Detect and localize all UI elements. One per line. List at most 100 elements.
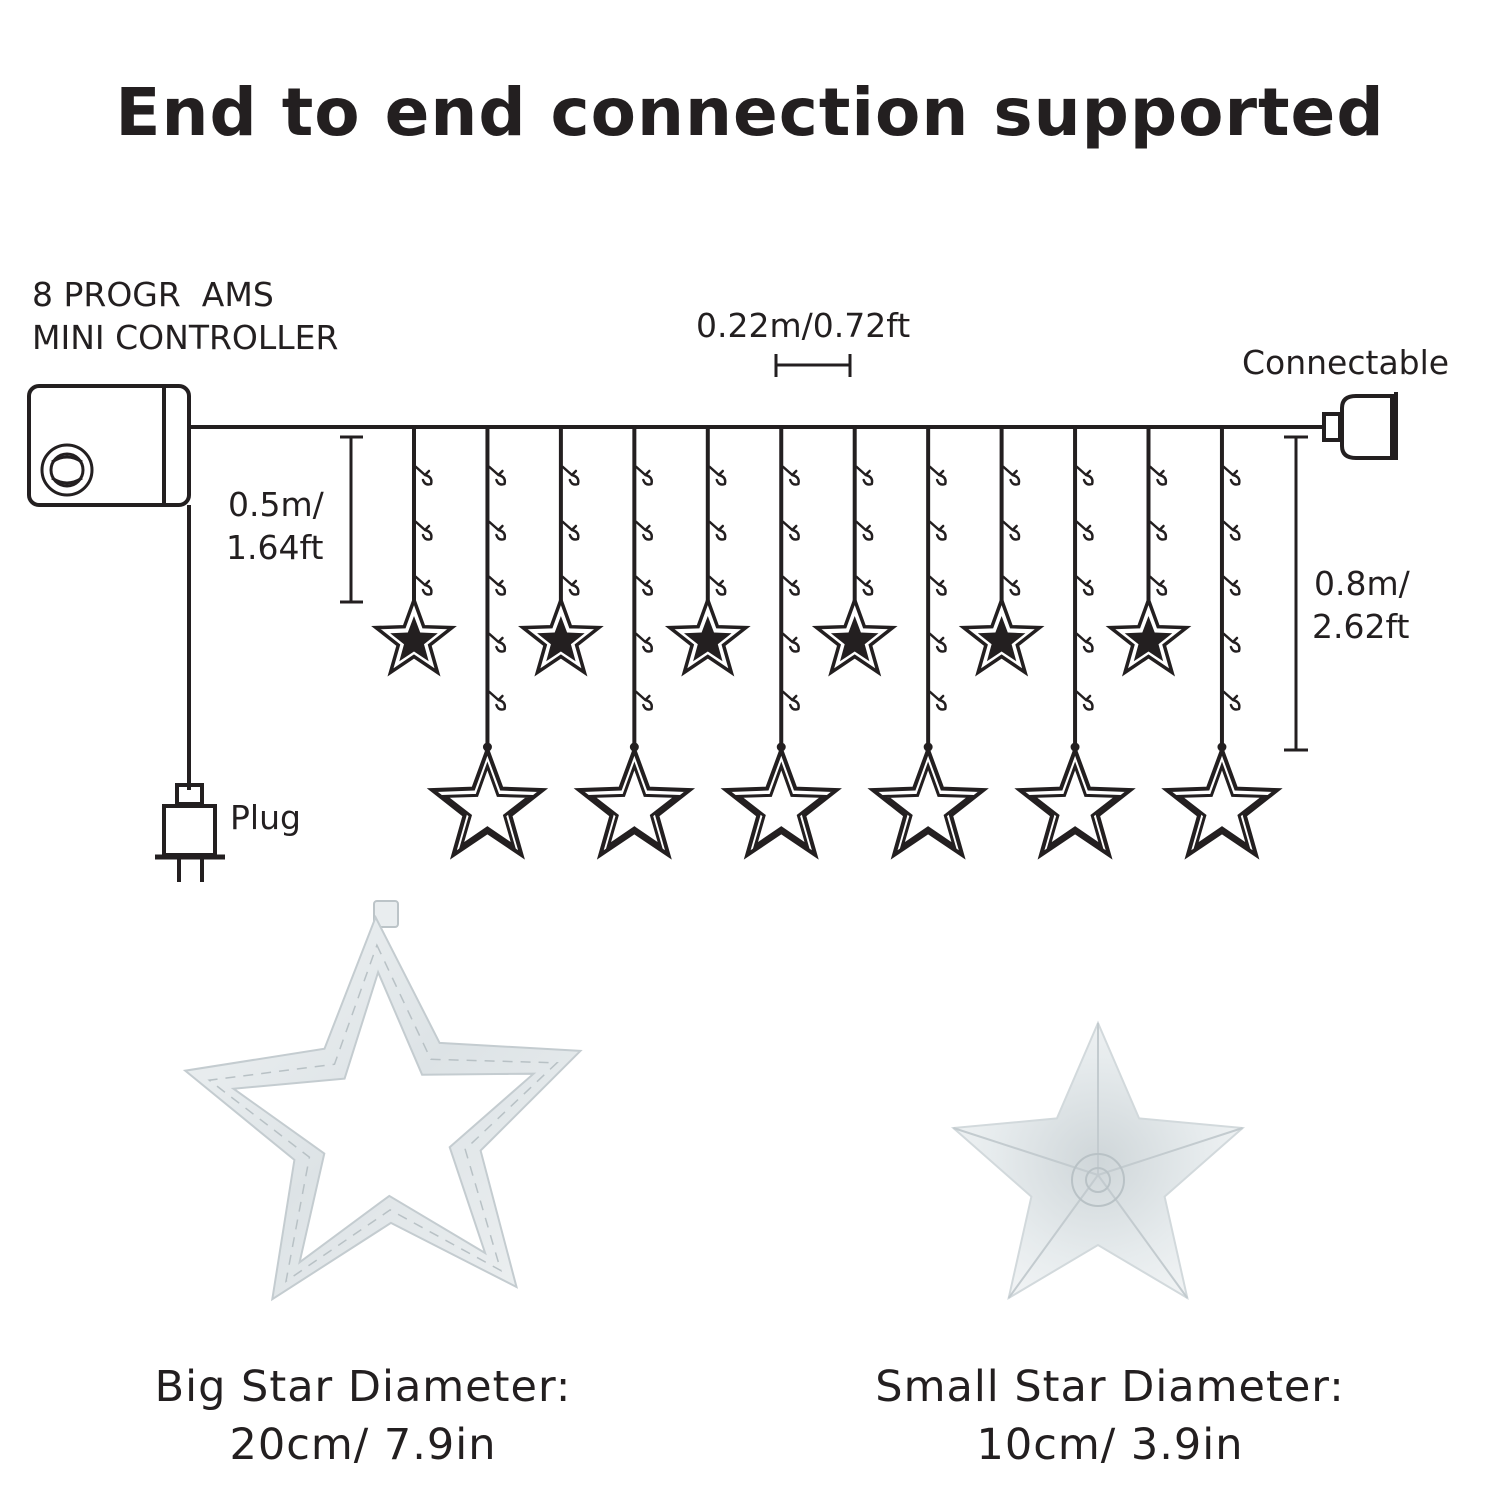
bulb-icon — [928, 632, 947, 653]
bulb-icon — [1075, 465, 1094, 486]
bulb-icon — [635, 690, 653, 711]
bulb-icon — [1222, 632, 1241, 653]
small-star-icon — [1105, 594, 1192, 677]
big-star-icon — [1161, 744, 1283, 860]
big-star-icon — [720, 744, 842, 860]
small-star-icon — [811, 594, 898, 677]
long-length-label-line2: 2.62ft — [1312, 607, 1410, 646]
big-star-inner-outline — [735, 761, 828, 850]
small-star-core — [684, 616, 732, 662]
bulb-icon — [782, 465, 800, 486]
bulb-icon — [488, 520, 507, 541]
short-strand — [1105, 427, 1192, 677]
long-strand — [1161, 427, 1283, 860]
bulb-icon — [782, 632, 800, 653]
long-strand — [426, 427, 549, 860]
small-star-icon — [664, 594, 751, 677]
bulb-icon — [635, 575, 653, 596]
small-star-core — [1124, 616, 1173, 662]
controller-label-line2: MINI CONTROLLER — [32, 318, 339, 357]
bulb-icon — [1002, 575, 1021, 596]
spacing-dimension — [774, 354, 852, 377]
bulb-icon — [708, 465, 727, 486]
bulb-icon — [928, 575, 947, 596]
small-star-icon — [958, 594, 1045, 677]
long-strand — [1014, 427, 1136, 860]
long-strand — [720, 427, 842, 860]
short-strand — [811, 427, 898, 677]
big-star-icon — [867, 744, 989, 860]
big-star-inner-outline — [588, 761, 681, 850]
plug-icon — [155, 783, 225, 882]
bulb-icon — [561, 465, 580, 486]
small-star-icon — [518, 594, 604, 677]
big-star-icon — [573, 744, 696, 860]
bulb-icon — [414, 465, 433, 486]
bulb-icon — [1002, 520, 1021, 541]
mini-controller-icon — [27, 384, 191, 507]
controller-label-line1: 8 PROGR AMS — [32, 275, 274, 314]
spacing-label: 0.22m/0.72ft — [696, 306, 911, 345]
short-strand — [371, 427, 457, 677]
plug-label: Plug — [230, 798, 301, 837]
bulb-icon — [1222, 520, 1241, 541]
bulb-icon — [561, 575, 580, 596]
big-star-caption-line2: 20cm/ 7.9in — [229, 1420, 497, 1470]
bulb-icon — [1149, 575, 1168, 596]
bulb-icon — [488, 632, 507, 653]
bulb-icon — [855, 465, 874, 486]
short-length-dimension — [340, 435, 363, 604]
bulb-icon — [1149, 465, 1168, 486]
small-star-caption-line1: Small Star Diameter: — [875, 1362, 1345, 1412]
long-length-label-line1: 0.8m/ — [1314, 564, 1410, 603]
page-title: End to end connection supported — [115, 74, 1385, 151]
bulb-icon — [1075, 632, 1094, 653]
bulb-icon — [635, 520, 653, 541]
bulb-icon — [1002, 465, 1021, 486]
bulb-icon — [561, 520, 580, 541]
bulb-icon — [855, 520, 874, 541]
small-star-core — [977, 616, 1026, 662]
bulb-icon — [1222, 575, 1241, 596]
bulb-icon — [488, 690, 507, 711]
bulb-icon — [488, 575, 507, 596]
bulb-icon — [928, 690, 947, 711]
bulb-icon — [782, 520, 800, 541]
small-star-caption-line2: 10cm/ 3.9in — [976, 1420, 1244, 1470]
bulb-icon — [708, 575, 727, 596]
bulb-icon — [1075, 520, 1094, 541]
bulb-icon — [1075, 690, 1094, 711]
short-length-label-line1: 0.5m/ — [228, 485, 324, 524]
bulb-icon — [855, 575, 874, 596]
bulb-icon — [414, 575, 433, 596]
small-star-icon — [371, 594, 457, 677]
bulb-icon — [782, 575, 800, 596]
bulb-icon — [708, 520, 727, 541]
small-star-core — [830, 616, 879, 662]
long-strand — [573, 427, 696, 860]
bulb-icon — [928, 465, 947, 486]
long-length-dimension — [1284, 435, 1308, 752]
short-strand — [958, 427, 1045, 677]
short-length-label-line2: 1.64ft — [226, 528, 324, 567]
bulb-icon — [414, 520, 433, 541]
big-star-photo — [182, 900, 583, 1302]
strands-group — [371, 427, 1283, 860]
bulb-icon — [1222, 465, 1241, 486]
bulb-icon — [1075, 575, 1094, 596]
big-star-inner-outline — [882, 761, 975, 850]
connector-icon — [1322, 392, 1398, 460]
bulb-icon — [635, 465, 653, 486]
bulb-icon — [1222, 690, 1241, 711]
bulb-icon — [635, 632, 653, 653]
bulb-icon — [782, 690, 800, 711]
small-star-core — [537, 616, 585, 662]
short-strand — [664, 427, 751, 677]
bulb-icon — [488, 465, 507, 486]
short-strand — [518, 427, 604, 677]
big-star-inner-outline — [441, 761, 534, 850]
small-star-photo — [950, 1020, 1246, 1301]
connectable-label: Connectable — [1242, 343, 1450, 382]
big-star-inner-outline — [1028, 761, 1122, 850]
